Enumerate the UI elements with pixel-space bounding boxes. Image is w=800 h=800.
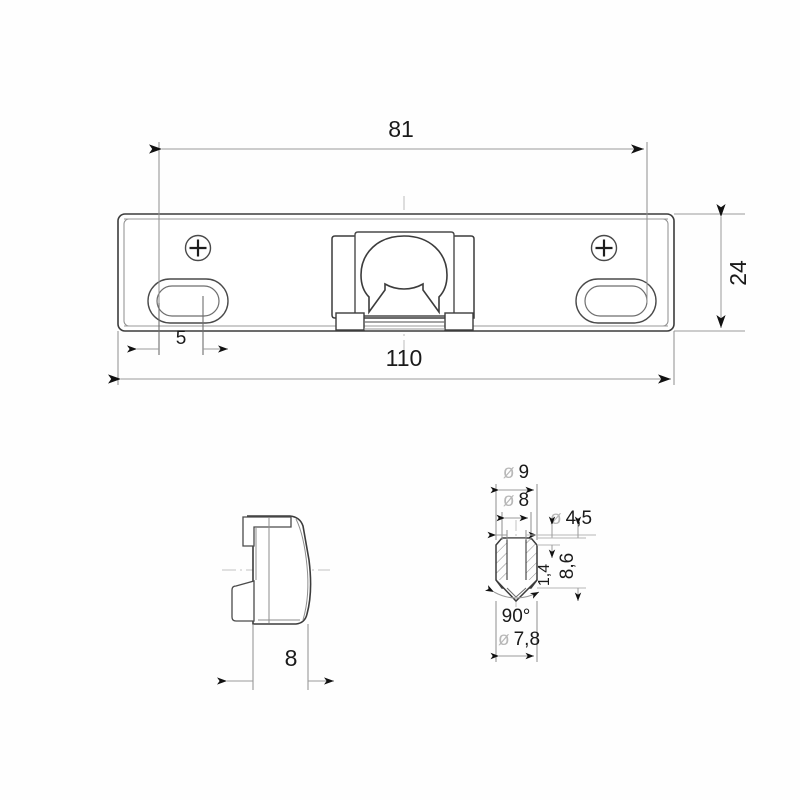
- dimension-8-depth: 8: [217, 624, 334, 690]
- front-view: [117, 196, 675, 352]
- dia-8-value: 8: [519, 490, 530, 511]
- dia-symbol-8: ø: [503, 490, 515, 511]
- dimension-86-label: 8,6: [557, 553, 578, 579]
- dimension-5-label: 5: [176, 328, 187, 349]
- dimension-110-label: 110: [386, 345, 423, 371]
- dimension-5: 5: [127, 296, 228, 355]
- keeper-latch-center: [331, 231, 475, 331]
- dimension-81: 81: [149, 116, 648, 303]
- dimension-angle-90: 90°: [485, 585, 540, 627]
- dimension-14-label: 1,4: [536, 564, 553, 586]
- dimension-86: 8,6: [537, 516, 586, 601]
- dimension-8-label: 8: [285, 645, 298, 671]
- dia-78-value: 7,8: [514, 629, 540, 650]
- side-upper-flange: [242, 516, 292, 547]
- dia-symbol-78: ø: [498, 629, 510, 650]
- mounting-slot-right: [575, 278, 657, 324]
- dimension-angle-90-label: 90°: [502, 606, 531, 627]
- dimension-110: 110: [108, 331, 675, 385]
- dimension-24-label: 24: [725, 260, 751, 286]
- dia-45-value: 4,5: [566, 508, 592, 529]
- side-inner-edges: [255, 518, 309, 623]
- dimension-81-label: 81: [388, 116, 414, 142]
- dia-symbol-9: ø: [503, 462, 515, 483]
- screw-cross-right: [590, 234, 618, 262]
- side-lower-tab: [231, 580, 255, 622]
- dimension-24: 24: [674, 204, 751, 332]
- side-profile-body: [247, 515, 312, 625]
- dia-9-value: 9: [519, 462, 530, 483]
- side-view: 8: [217, 515, 334, 690]
- screw-cross-left: [184, 234, 212, 262]
- mounting-slot-left: [147, 278, 229, 324]
